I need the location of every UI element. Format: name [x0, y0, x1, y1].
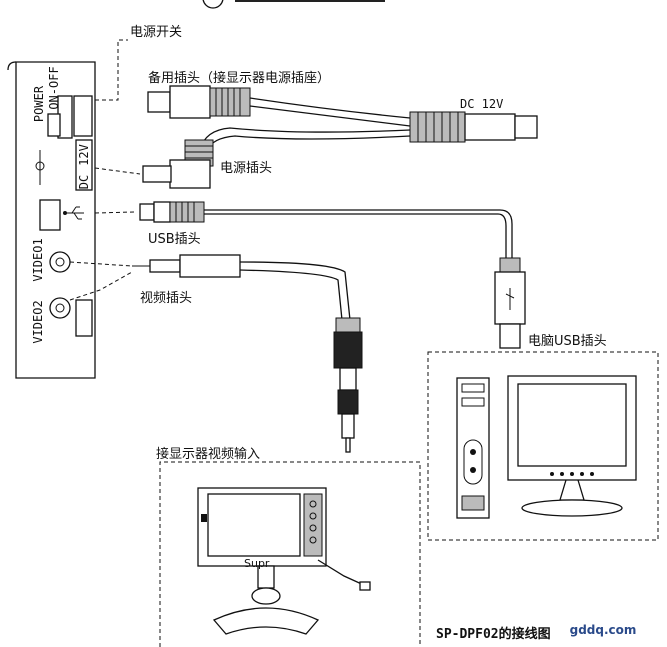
- power-label: POWER: [32, 85, 46, 122]
- backup-plug-label: 备用插头（接显示器电源插座）: [148, 70, 330, 86]
- power-plug: [142, 139, 214, 189]
- usb-plug-label: USB插头: [148, 232, 201, 247]
- video1-jack: [49, 251, 71, 273]
- pc-usb-plug: [494, 257, 526, 349]
- dc-polarity-icon: [35, 150, 45, 185]
- computer-box: [427, 351, 659, 541]
- video2-label: VIDEO2: [31, 300, 45, 343]
- video2-jack: [49, 297, 71, 319]
- pc-usb-plug-label: 电脑USB插头: [528, 334, 607, 349]
- power-plug-label: 电源插头: [220, 161, 272, 176]
- on-off-label: ON-OFF: [47, 66, 61, 109]
- dc-12v-label: DC 12V: [460, 97, 503, 111]
- video-plug-label: 视频插头: [140, 291, 192, 306]
- voltage-label: 12V: [77, 144, 91, 166]
- power-switch-label: 电源开关: [130, 25, 182, 40]
- device-side-panel: POWER ON-OFF 12V DC VIDEO1 VIDEO2: [7, 61, 96, 379]
- backup-plug: [147, 85, 251, 119]
- rca-plug: [333, 317, 363, 453]
- leader-lines: [69, 39, 141, 301]
- dc-label: DC: [77, 175, 91, 189]
- monitor-video-input-label: 接显示器视频输入: [156, 446, 260, 462]
- top-heading-fragment: [202, 0, 385, 9]
- monitor-brand-label: Supr: [244, 557, 270, 570]
- monitor-box: [159, 461, 421, 647]
- diagram-title: SP-DPF02的接线图: [436, 626, 551, 642]
- watermark-text: gddq.com: [570, 623, 637, 637]
- usb-symbol-icon: [63, 206, 84, 220]
- usb-plug-small: [139, 201, 205, 223]
- video1-label: VIDEO1: [31, 238, 45, 281]
- video-plug: [132, 254, 241, 278]
- dc-12v-connector: [409, 111, 538, 143]
